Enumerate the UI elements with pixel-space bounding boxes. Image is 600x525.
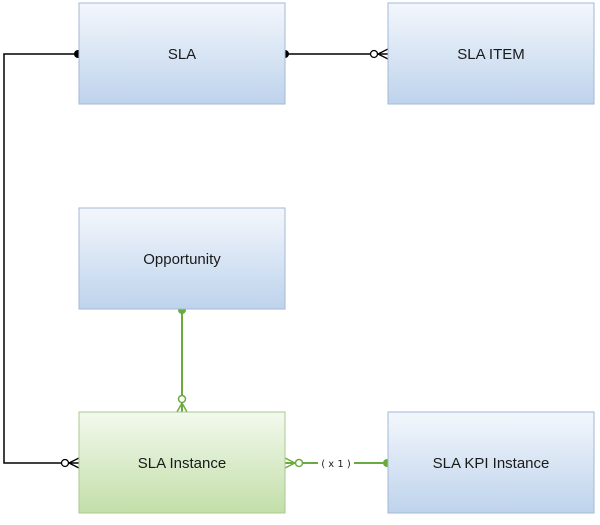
many-crows-foot [284,457,296,469]
entity-sla-instance[interactable]: SLA Instance [78,411,286,514]
entity-sla[interactable]: SLA [78,2,286,105]
multiplicity-label-bg [318,455,354,471]
optional-ring [369,49,379,59]
relationship-line [3,53,79,464]
many-crows-foot [68,457,80,469]
entity-sla-item[interactable]: SLA ITEM [387,2,595,105]
entity-label: Opportunity [143,251,221,268]
relationship-opportunity-to-sla-instance [176,306,188,413]
optional-ring [177,394,187,404]
many-crows-foot [377,48,389,60]
multiplicity-label: ( x 1 ) [321,459,351,470]
entity-opportunity[interactable]: Opportunity [78,207,286,310]
relationship-sla-to-sla-instance [3,50,82,469]
optional-ring [60,458,70,468]
entity-box[interactable] [78,2,286,105]
entity-sla-kpi-instance[interactable]: SLA KPI Instance [387,411,595,514]
entity-box[interactable] [78,411,286,514]
entity-box[interactable] [387,411,595,514]
entity-box[interactable] [78,207,286,310]
entity-label: SLA Instance [138,455,226,472]
entity-label: SLA KPI Instance [433,455,550,472]
entity-label: SLA ITEM [457,46,525,63]
many-crows-foot [176,402,188,413]
relationship-sla-instance-to-kpi-instance: ( x 1 ) [284,455,391,471]
relationship-sla-to-sla-item [281,48,389,60]
entity-label: SLA [168,46,196,63]
entity-box[interactable] [387,2,595,105]
optional-ring [294,458,304,468]
